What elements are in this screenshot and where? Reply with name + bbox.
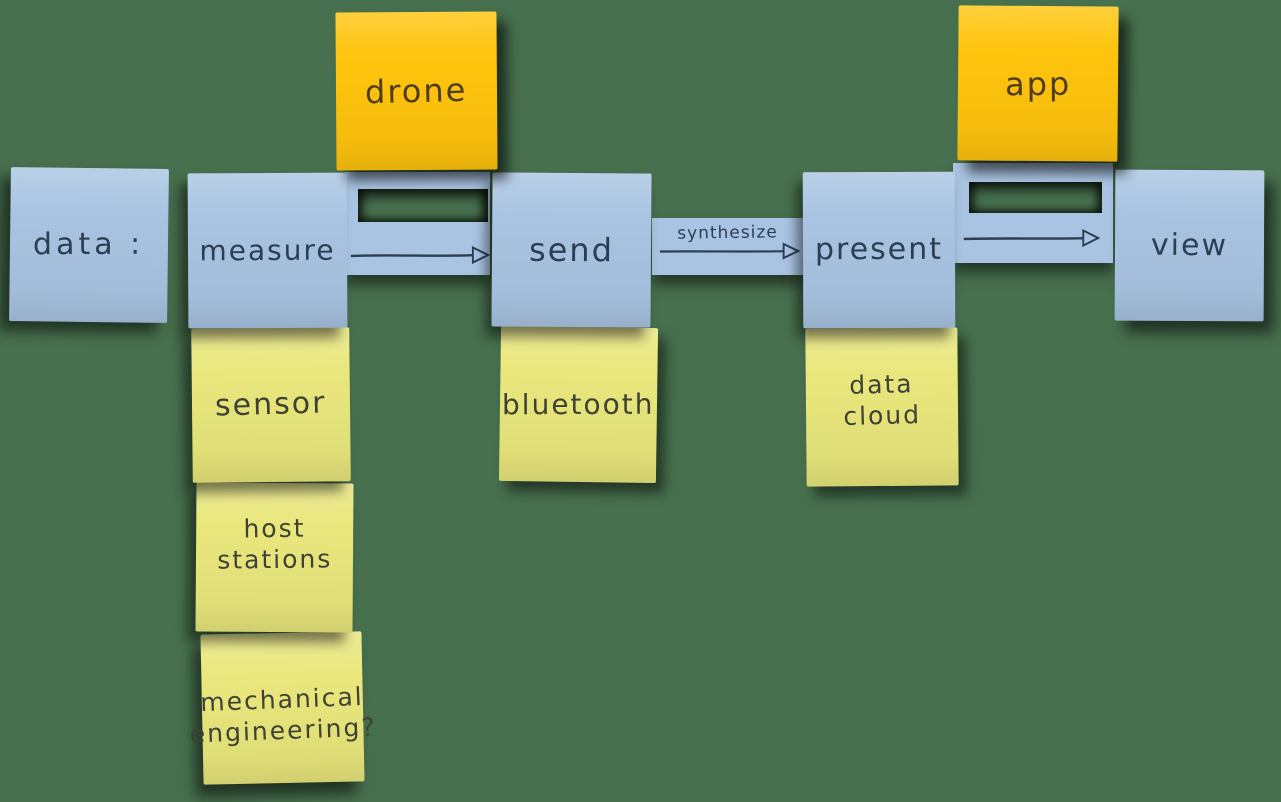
note-label: bluetooth xyxy=(502,387,655,422)
arrow-icon xyxy=(350,245,491,265)
note-label: view xyxy=(1150,227,1229,263)
note-measure: measure xyxy=(187,172,348,329)
note-present: present xyxy=(802,171,956,329)
note-label: host stations xyxy=(217,513,333,576)
connector-cutout xyxy=(969,182,1102,213)
note-view: view xyxy=(1114,169,1265,322)
note-label: send xyxy=(528,230,615,270)
note-label: sensor xyxy=(214,385,328,424)
synthesize-label: synthesize xyxy=(677,222,778,244)
connector-send-present: synthesize xyxy=(652,218,803,275)
arrow-icon xyxy=(659,242,801,260)
note-mechanical-engineering: mechanical engineering? xyxy=(189,631,377,785)
note-data-cloud: data cloud xyxy=(805,327,959,487)
note-label: measure xyxy=(199,233,336,268)
note-bluetooth: bluetooth xyxy=(498,325,659,484)
note-label: drone xyxy=(364,70,469,112)
note-app: app xyxy=(957,5,1119,162)
note-sensor: sensor xyxy=(191,327,351,483)
note-label: data : xyxy=(33,226,145,263)
note-label: data cloud xyxy=(843,368,922,432)
note-drone: drone xyxy=(335,11,498,171)
note-label: mechanical engineering? xyxy=(189,681,378,749)
note-label: present xyxy=(814,232,944,268)
connector-measure-send xyxy=(345,172,491,275)
note-label: app xyxy=(1004,64,1072,103)
note-send: send xyxy=(491,172,652,328)
connector-cutout xyxy=(358,189,488,222)
note-host-stations: host stations xyxy=(195,482,354,633)
note-data: data : xyxy=(9,167,169,323)
arrow-icon xyxy=(963,228,1101,248)
connector-present-view xyxy=(953,163,1113,263)
